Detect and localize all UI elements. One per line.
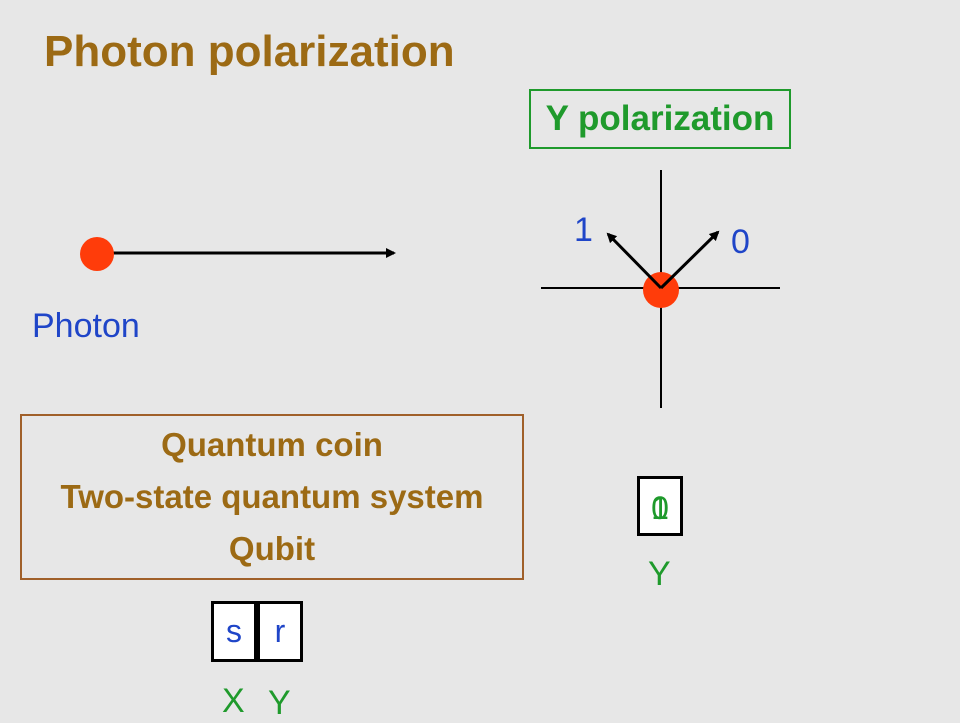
bit-axis-label-y: Y [268, 684, 291, 722]
state-0-label: 0 [731, 223, 750, 261]
state-0-arrow [659, 230, 720, 290]
state-1-label: 1 [574, 211, 593, 249]
state-1-arrow [606, 232, 663, 290]
y-value-0: 0 [651, 490, 669, 526]
y-polarization-box: Y polarization [529, 89, 791, 149]
y-measurement-cell: 0 1 [637, 476, 683, 536]
y-value-1: 1 [651, 490, 669, 526]
quantum-box-line-1: Quantum coin [161, 426, 383, 463]
bit-cell-r-label: r [274, 613, 286, 649]
quantum-box-line-3: Qubit [228, 530, 316, 567]
photon-dot-icon [80, 237, 114, 271]
page-title: Photon polarization [44, 27, 455, 76]
y-polarization-label: Y polarization [545, 99, 775, 138]
bit-axis-label-x: X [222, 682, 245, 720]
bit-cell-s-label: s [226, 613, 242, 649]
photon-label: Photon [32, 307, 140, 345]
quantum-coin-box: Quantum coin Two-state quantum system Qu… [20, 414, 524, 580]
quantum-box-line-2: Two-state quantum system [60, 478, 484, 515]
y-measurement-axis-label: Y [648, 555, 671, 593]
bit-cell-s: s [211, 601, 257, 662]
bit-cell-r: r [257, 601, 303, 662]
